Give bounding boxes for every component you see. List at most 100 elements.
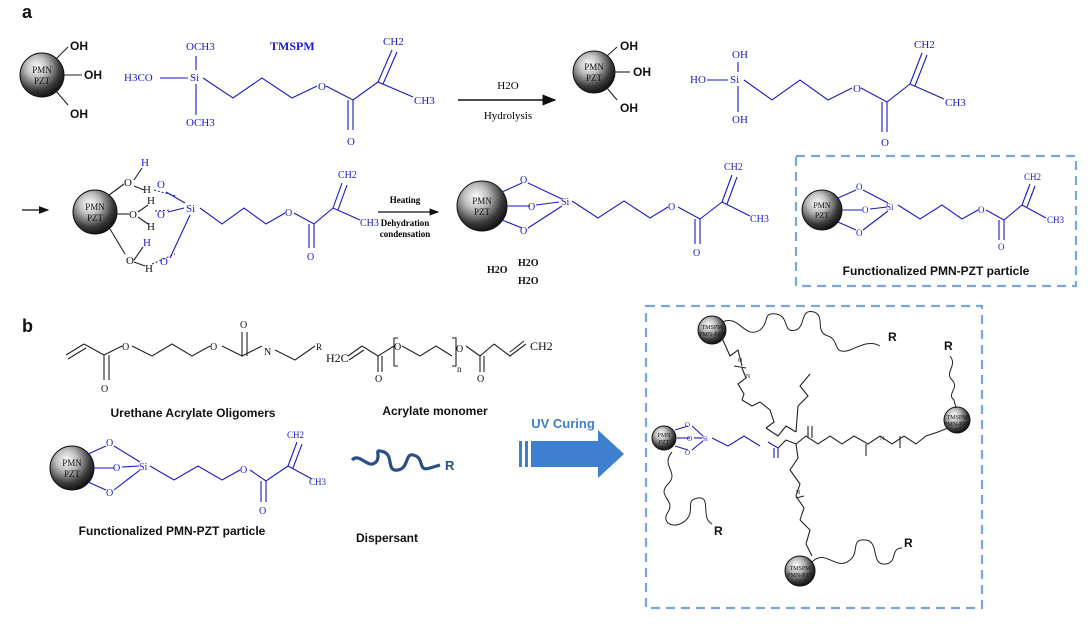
o-label: O [129, 209, 137, 221]
pmn-pzt-particle: PMN PZT [49, 445, 95, 491]
r-label: R [316, 342, 322, 352]
functional-bonds-b [87, 441, 313, 502]
o-label: O [157, 209, 165, 221]
o-label: O [685, 449, 690, 457]
arrow-bottom-label: Hydrolysis [484, 110, 532, 122]
network-bonds [721, 337, 949, 557]
functionalized-particle-box [794, 154, 1078, 288]
arrow-top-label: H2O [497, 80, 518, 92]
network-silane [674, 425, 779, 458]
chain-r-label: R [714, 524, 723, 538]
tmspm-particle: TMSPM PMN-PZT [784, 555, 816, 587]
particle-text-1: PMN [472, 196, 492, 206]
siloxane-bonds [501, 174, 751, 244]
o-label: O [687, 435, 692, 443]
h3co-label: H3CO [124, 72, 153, 84]
o-label: O [375, 374, 382, 385]
n-label: N [880, 436, 885, 442]
o-label: O [318, 81, 326, 93]
ch2-label: CH2 [724, 162, 743, 173]
o-label: O [113, 463, 120, 474]
o-label: O [124, 177, 132, 189]
panel-label-b: b [22, 316, 33, 336]
pmn-pzt-particle: PMN PZT [651, 425, 677, 451]
particle-text-2: PMN-PZT [944, 422, 970, 428]
ho-label: HO [690, 74, 706, 86]
oh-label: OH [84, 68, 102, 82]
particle-text-1: PMN [813, 201, 831, 210]
arrow2-line1: Heating [390, 195, 421, 205]
particle-text-1: PMN [32, 65, 52, 75]
chain-r-label: R [944, 339, 953, 353]
hydroxyl-bonds [606, 46, 630, 101]
silanol-bonds [707, 52, 945, 132]
tmspm-bonds [160, 49, 414, 130]
o-label: O [456, 344, 463, 355]
ch2-label: CH2 [383, 36, 404, 48]
o-label: O [853, 83, 861, 95]
h-label: H [141, 157, 149, 169]
water-label: H2O [518, 258, 539, 269]
ch3-label: CH3 [360, 218, 379, 229]
particle-text-1: TMSPM [701, 325, 723, 331]
pmn-pzt-particle: PMN PZT [19, 52, 65, 98]
o-label: O [862, 205, 869, 215]
particle-text-2: PZT [659, 440, 670, 446]
o-label: O [347, 136, 355, 148]
h-label: H [143, 184, 151, 196]
ch3-label: CH3 [414, 95, 435, 107]
h-label: H [143, 237, 151, 249]
si-label: Si [186, 203, 195, 215]
particle-text-2: PMN-PZT [787, 573, 813, 579]
oh-label: OH [70, 107, 88, 121]
particle-text-2: PZT [815, 211, 829, 220]
pmn-pzt-particle: PMN PZT [801, 189, 843, 231]
o-label: O [259, 506, 266, 517]
o-label: O [285, 208, 292, 219]
ch2-label: CH2 [1024, 172, 1041, 182]
o-label: O [157, 179, 165, 191]
tmspm-particle: TMSPM PMN-PZT [697, 315, 727, 345]
dispersant-caption: Dispersant [356, 531, 418, 545]
silane-bonds [165, 182, 361, 259]
o-label: O [126, 255, 134, 267]
o-label: O [160, 256, 168, 268]
ch3-label: CH3 [309, 477, 327, 487]
functional-bonds [837, 183, 1047, 240]
o-label: O [528, 202, 535, 213]
arrow2-line2: Dehydration [381, 218, 430, 228]
o-label: O [998, 242, 1005, 252]
n-label: N [796, 490, 801, 496]
particle-text-2: PZT [474, 207, 491, 217]
h-label: H [147, 195, 155, 207]
o-label: O [738, 358, 743, 364]
o-label: O [106, 488, 113, 499]
o-label: O [101, 384, 108, 395]
dispersant-chain [811, 539, 903, 565]
particle-text-2: PZT [34, 76, 51, 86]
particle-text-1: PMN [657, 433, 671, 439]
o-label: O [520, 175, 527, 186]
o-label: O [685, 421, 690, 429]
o-label: O [978, 205, 985, 215]
o-label: O [122, 342, 129, 353]
oh-label: OH [620, 101, 638, 115]
urethane-bonds [65, 332, 316, 380]
dispersant-r-label: R [445, 458, 455, 473]
oh-label: OH [732, 114, 748, 126]
hbond-bonds [108, 167, 149, 267]
dispersant-chain [350, 449, 441, 472]
dispersant-chain [663, 451, 713, 526]
pmn-pzt-particle: PMN PZT [456, 180, 508, 232]
particle-text-1: TMSPM [946, 415, 968, 421]
particle-text-2: PMN-PZT [699, 332, 725, 338]
h-label: H [145, 263, 153, 275]
urethane-caption: Urethane Acrylate Oligomers [111, 406, 276, 420]
oh-label: OH [732, 49, 748, 61]
n-label: N [264, 347, 271, 358]
panel-label-a: a [22, 2, 33, 22]
si-label: Si [561, 197, 570, 208]
hydroxyl-bonds [55, 46, 82, 106]
acrylate-bonds [347, 337, 527, 372]
